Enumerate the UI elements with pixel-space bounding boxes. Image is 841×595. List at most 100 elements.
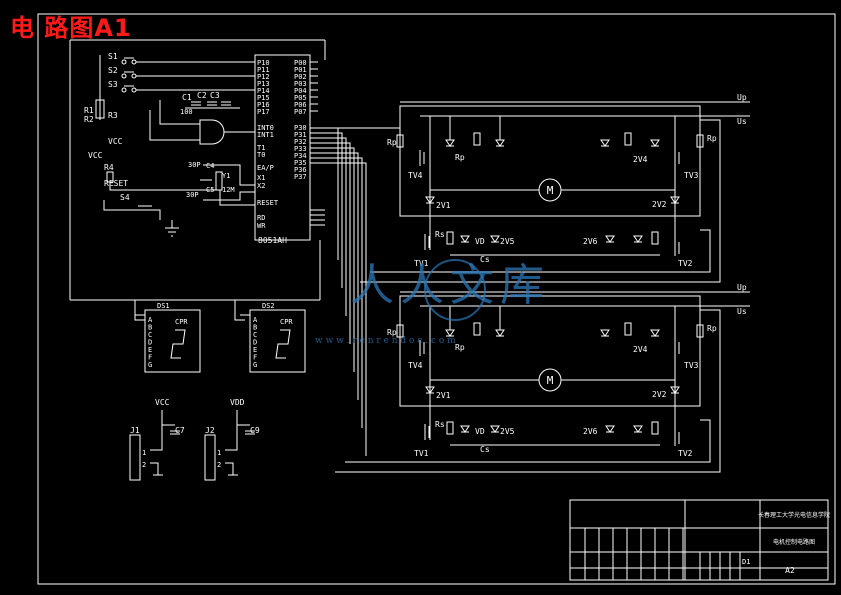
- resistor: [624, 132, 632, 146]
- mcu-pin-p36: P36: [294, 166, 307, 174]
- transistor-label-tv2: TV2: [678, 259, 693, 268]
- cap-label-c1: C1: [182, 93, 192, 102]
- seven-seg-digit: [275, 329, 291, 359]
- mcu-pin-p01: P01: [294, 66, 307, 74]
- diode: [650, 139, 660, 147]
- diode: [445, 139, 455, 147]
- mcu-pin-p35: P35: [294, 159, 307, 167]
- title-block-code: D1: [742, 558, 750, 566]
- wire: [236, 410, 250, 426]
- title-block-sheet: A2: [785, 566, 795, 575]
- diode: [650, 329, 660, 337]
- switch-contact: [121, 87, 127, 93]
- switch-label-s1: S1: [108, 52, 118, 61]
- wire-feedback: [370, 229, 711, 273]
- diode: [495, 139, 505, 147]
- watermark-logo: 人人文库: [350, 260, 550, 311]
- switch-label-s2: S2: [108, 66, 118, 75]
- resistor: [651, 421, 659, 435]
- title-block-drawing: 电机控制电路图: [773, 538, 815, 546]
- display-seg-pin: A: [253, 316, 258, 324]
- label-cs: Cs: [480, 445, 490, 454]
- wire: [225, 425, 238, 451]
- wire-bus: [310, 162, 367, 456]
- resistor-label-rp: Rp: [455, 153, 465, 162]
- mcu-pin-ctrl: T1: [257, 144, 265, 152]
- display-chip: CPR: [175, 318, 188, 326]
- zener-label-2v4: 2V4: [633, 155, 648, 164]
- wire: [134, 300, 145, 321]
- mcu-pin-p05: P05: [294, 94, 307, 102]
- mcu-pin-p11: P11: [257, 66, 270, 74]
- cap-label-c3: C3: [210, 91, 220, 100]
- rail-label-us: Us: [737, 117, 747, 126]
- transistor-label-tv3: TV3: [684, 361, 699, 370]
- diode-2v1: [425, 196, 435, 204]
- mcu-pin-p17: P17: [257, 108, 270, 116]
- mcu-pin-p12: P12: [257, 73, 270, 81]
- mcu-pin-p37: P37: [294, 173, 307, 181]
- diode: [460, 235, 470, 243]
- display-name: DS1: [157, 302, 170, 310]
- resistor: [624, 322, 632, 336]
- connector-pin: 1: [217, 449, 221, 457]
- seven-seg-digit: [170, 329, 186, 359]
- seven-seg-display: [249, 309, 306, 373]
- mcu-pin-p14: P14: [257, 87, 270, 95]
- mcu-pin-p04: P04: [294, 87, 307, 95]
- resistor-label-r3: R3: [108, 111, 118, 120]
- mcu-pin-p15: P15: [257, 94, 270, 102]
- resistor-rp: [396, 134, 404, 148]
- vcc-label: VCC: [108, 137, 123, 146]
- label-cs: Cs: [480, 255, 490, 264]
- transistor-label-tv3: TV3: [684, 171, 699, 180]
- mcu-pin-ctrl: INT1: [257, 131, 274, 139]
- switch-contact: [131, 87, 137, 93]
- resistor-label-r1: R1: [84, 106, 94, 115]
- wire: [159, 100, 200, 125]
- resistor-label-rp: Rp: [707, 324, 717, 333]
- crystal-cap-label: 30P: [188, 161, 201, 169]
- label-vd: VD: [475, 237, 485, 246]
- display-seg-pin: D: [253, 339, 257, 347]
- connector-name: J2: [205, 426, 215, 435]
- zener-label-2v6: 2V6: [583, 237, 598, 246]
- transistor-label-tv2: TV2: [678, 449, 693, 458]
- title-block-school: 长春理工大学光电信息学院: [758, 511, 830, 519]
- mcu-pin-ctrl: RESET: [257, 199, 279, 207]
- display-seg-pin: F: [253, 354, 257, 362]
- resistor-label-rs: Rs: [435, 420, 445, 429]
- mcu-pin-p03: P03: [294, 80, 307, 88]
- resistor-label-r4: R4: [104, 163, 114, 172]
- mcu-pin-p34: P34: [294, 152, 307, 160]
- cap-label-c4: C4: [206, 162, 214, 170]
- drawing-frame: [37, 13, 836, 585]
- diode: [605, 235, 615, 243]
- zener-label-2v1: 2V1: [436, 391, 451, 400]
- mcu-pin-p33: P33: [294, 145, 307, 153]
- switch-label-s3: S3: [108, 80, 118, 89]
- mcu-pin-p10: P10: [257, 59, 270, 67]
- connector-j2: [204, 434, 216, 481]
- display-seg-pin: C: [148, 331, 152, 339]
- rail-label-up: Up: [737, 283, 747, 292]
- mcu-pin-p31: P31: [294, 131, 307, 139]
- transistor-label-tv1: TV1: [414, 259, 429, 268]
- wire: [150, 462, 159, 475]
- display-seg-pin: C: [253, 331, 257, 339]
- display-seg-pin: E: [148, 346, 152, 354]
- connector-pin: 1: [142, 449, 146, 457]
- wire-feedback: [360, 119, 721, 283]
- diode: [633, 235, 643, 243]
- cap-label-c2: C2: [197, 91, 207, 100]
- display-seg-pin: F: [148, 354, 152, 362]
- cap-label-c5: C5: [206, 186, 214, 194]
- label-vd: VD: [475, 427, 485, 436]
- bridge-2-frame: [399, 295, 701, 407]
- wire-bus: [310, 152, 359, 400]
- resistor-rp: [696, 134, 704, 148]
- mcu-pin-ctrl: X1: [257, 174, 265, 182]
- wire: [149, 110, 200, 141]
- mcu-pin-p02: P02: [294, 73, 307, 81]
- wire: [161, 410, 175, 426]
